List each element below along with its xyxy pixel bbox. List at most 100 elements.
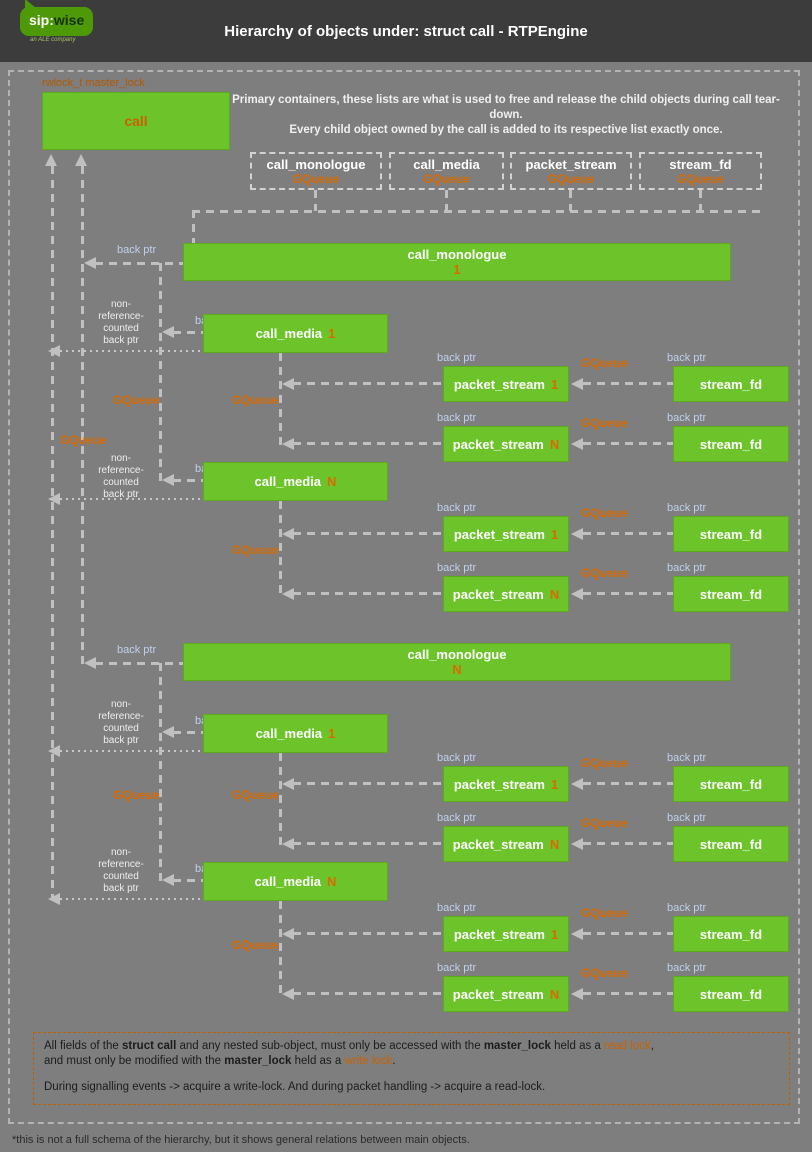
arrowhead-left <box>571 378 583 390</box>
box-name: stream_fd <box>699 376 763 392</box>
connector-line <box>279 753 282 845</box>
arrowhead-left <box>162 326 174 338</box>
connector-line <box>192 210 760 213</box>
back-ptr-label: back ptr <box>667 412 707 424</box>
connector-line <box>173 331 203 334</box>
box-index: N <box>549 436 560 452</box>
connector-line <box>51 166 54 899</box>
box-name: packet_stream <box>453 926 545 942</box>
intro-text: Primary containers, these lists are what… <box>226 93 786 138</box>
sipwise-logo: sip:wise an ALE company <box>20 0 94 43</box>
packet-stream-1-box: packet_stream 1 <box>443 766 569 802</box>
box-index: N <box>327 874 337 889</box>
connector-line <box>583 382 673 385</box>
arrowhead-left <box>571 988 583 1000</box>
connector-line <box>293 782 443 785</box>
gqueue-label: GQueue <box>581 356 628 370</box>
packet-stream-n-box: packet_stream N <box>443 826 569 862</box>
nonref-line: non- <box>110 699 131 710</box>
nonref-backptr-label: non- reference- counted back ptr <box>92 453 150 501</box>
dotted-connector-line <box>60 750 203 752</box>
note-text: and any nested sub-object, must only be … <box>176 1040 484 1052</box>
note-text: held as a <box>550 1040 605 1052</box>
call-box-label: call <box>124 113 148 129</box>
container-box-stream-fd: stream_fd GQueue <box>639 152 762 190</box>
arrowhead-left <box>84 257 96 269</box>
gqueue-label: GQueue <box>60 433 107 447</box>
nonref-line: reference- <box>98 465 144 476</box>
arrowhead-left <box>48 745 60 757</box>
connector-line <box>583 992 673 995</box>
connector-line <box>279 353 282 445</box>
box-name: stream_fd <box>699 776 763 792</box>
connector-line <box>293 992 443 995</box>
note-text: . <box>392 1055 396 1067</box>
box-name: call_media <box>254 474 322 489</box>
packet-stream-1-box: packet_stream 1 <box>443 516 569 552</box>
connector-line <box>293 382 443 385</box>
back-ptr-label: back ptr <box>437 812 477 824</box>
connector-line <box>279 901 282 995</box>
box-name: call_media <box>255 326 323 341</box>
box-name: packet_stream <box>452 836 544 852</box>
box-index: N <box>549 836 560 852</box>
back-ptr-label: back ptr <box>117 244 157 256</box>
arrowhead-left <box>571 778 583 790</box>
lock-note-box: All fields of the struct call and any ne… <box>33 1032 790 1105</box>
connector-line <box>293 442 443 445</box>
arrowhead-left <box>282 588 294 600</box>
back-ptr-label: back ptr <box>437 412 477 424</box>
back-ptr-label: back ptr <box>437 962 477 974</box>
arrowhead-left <box>282 528 294 540</box>
box-name: stream_fd <box>699 526 763 542</box>
arrowhead-left <box>48 493 60 505</box>
gqueue-label: GQueue <box>581 816 628 830</box>
box-index: N <box>549 986 560 1002</box>
call-monologue-1-box: call_monologue 1 <box>183 243 731 281</box>
connector-line <box>583 592 673 595</box>
note-master-lock: master_lock <box>483 1040 551 1052</box>
box-name: packet_stream <box>453 526 545 542</box>
page-title: Hierarchy of objects under: struct call … <box>224 23 588 40</box>
nonref-line: non- <box>110 847 131 858</box>
box-name: packet_stream <box>453 776 545 792</box>
gqueue-label: GQueue <box>581 416 628 430</box>
box-index: 1 <box>550 776 559 792</box>
nonref-line: back ptr <box>103 883 139 894</box>
box-index: 1 <box>328 326 336 341</box>
connector-line <box>293 932 443 935</box>
read-lock-text: read lock <box>604 1040 651 1052</box>
arrowhead-left <box>84 657 96 669</box>
connector-line <box>583 442 673 445</box>
box-name: call_monologue <box>407 247 507 262</box>
arrowhead-left <box>162 726 174 738</box>
connector-line <box>173 479 203 482</box>
box-index: 1 <box>328 726 336 741</box>
stream-fd-box: stream_fd <box>673 426 789 462</box>
connector-line <box>81 166 84 665</box>
back-ptr-label: back ptr <box>667 352 707 364</box>
back-ptr-label: back ptr <box>667 812 707 824</box>
box-name: call_media <box>254 874 322 889</box>
connector-line <box>173 879 203 882</box>
back-ptr-label: back ptr <box>437 752 477 764</box>
note-struct-call: struct call <box>121 1040 177 1052</box>
call-media-1-box: call_media 1 <box>203 314 388 353</box>
box-name: packet_stream <box>452 586 544 602</box>
nonref-line: back ptr <box>103 489 139 500</box>
nonref-backptr-label: non- reference- counted back ptr <box>92 847 150 895</box>
box-index: 1 <box>550 526 559 542</box>
nonref-line: non- <box>110 299 131 310</box>
arrowhead-left <box>571 528 583 540</box>
nonref-line: reference- <box>98 711 144 722</box>
back-ptr-label: back ptr <box>437 562 477 574</box>
stream-fd-box: stream_fd <box>673 826 789 862</box>
container-box-packet-stream: packet_stream GQueue <box>510 152 632 190</box>
box-index: N <box>327 474 337 489</box>
dotted-connector-line <box>60 498 203 500</box>
